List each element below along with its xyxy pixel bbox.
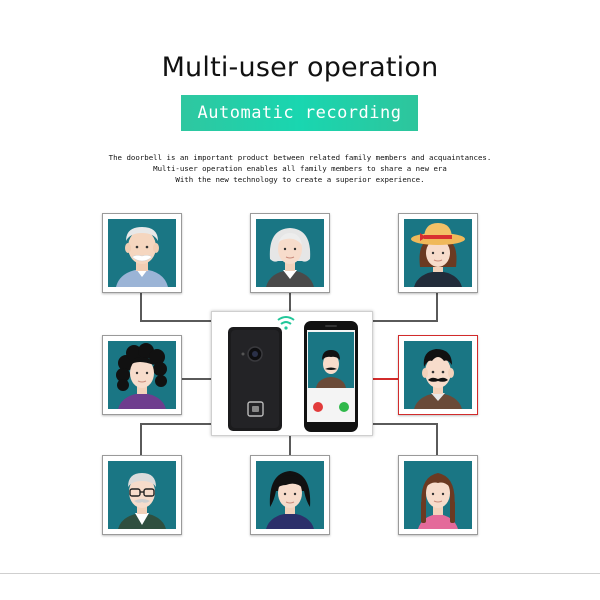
connector-top-right — [372, 292, 438, 322]
dark-hair-man-avatar-icon — [256, 461, 324, 529]
description-line-1: The doorbell is an important product bet… — [108, 153, 492, 162]
old-man-avatar-icon — [108, 219, 176, 287]
smartphone-video-call-icon — [304, 321, 358, 432]
girl-with-hat-avatar-icon — [404, 219, 472, 287]
user-avatar-mustache-man[interactable] — [398, 335, 478, 415]
connector-bottom-left — [140, 423, 212, 455]
grandmother-avatar-icon — [256, 219, 324, 287]
video-doorbell-icon — [228, 327, 282, 431]
description-line-3: With the new technology to create a supe… — [175, 175, 425, 184]
connector-bottom-right — [372, 423, 438, 455]
glasses-man-avatar-icon — [108, 461, 176, 529]
user-avatar-glasses-man[interactable] — [102, 455, 182, 535]
wifi-icon — [277, 316, 295, 330]
user-avatar-girl-hat[interactable] — [398, 213, 478, 293]
page-title: Multi-user operation — [161, 52, 439, 83]
mustache-man-avatar-icon — [404, 341, 472, 409]
description-text: The doorbell is an important product bet… — [0, 152, 600, 185]
user-avatar-braids-girl[interactable] — [398, 455, 478, 535]
user-avatar-grandmother[interactable] — [250, 213, 330, 293]
description-line-2: Multi-user operation enables all family … — [153, 164, 447, 173]
user-avatar-dark-hair-man[interactable] — [250, 455, 330, 535]
feature-banner: Automatic recording — [181, 95, 418, 131]
user-avatar-curly-woman[interactable] — [102, 335, 182, 415]
user-avatar-old-man[interactable] — [102, 213, 182, 293]
curly-hair-woman-avatar-icon — [108, 341, 176, 409]
device-panel — [211, 311, 373, 436]
footer-divider — [0, 573, 600, 574]
braided-girl-avatar-icon — [404, 461, 472, 529]
connector-top-left — [140, 292, 212, 322]
